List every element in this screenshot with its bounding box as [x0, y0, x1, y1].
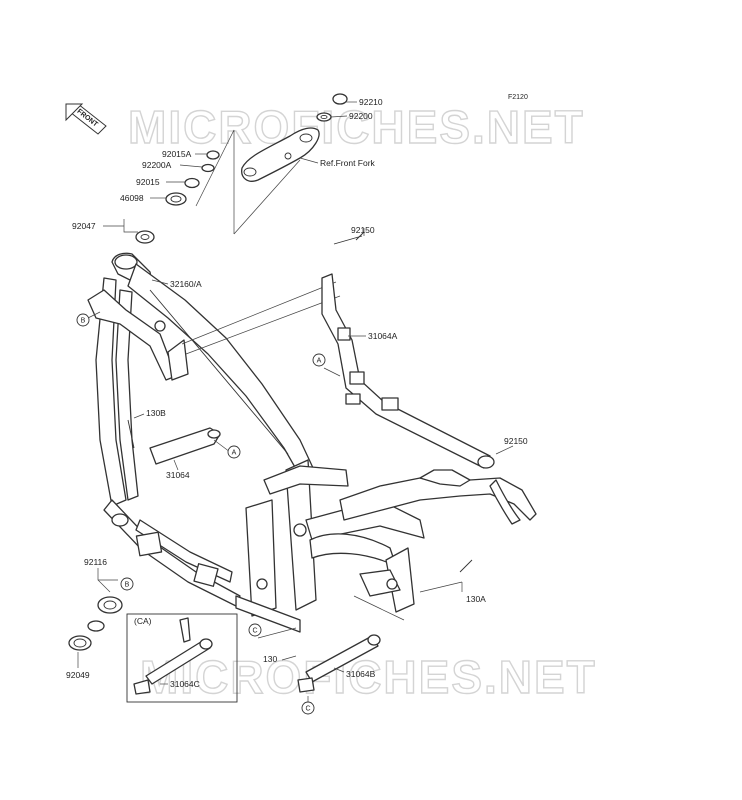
svg-text:A: A: [317, 358, 322, 365]
part-label-92015: 92015: [136, 177, 160, 187]
svg-text:B: B: [125, 582, 130, 589]
part-label-31064B: 31064B: [346, 669, 376, 679]
leader-lines: [77, 101, 514, 702]
part-label-130: 130: [263, 654, 277, 664]
part-label-ref-front-fork: Ref.Front Fork: [320, 158, 376, 168]
callout-b-1: B: [76, 313, 90, 327]
callout-a-2: A: [227, 445, 241, 459]
svg-text:C: C: [305, 706, 310, 713]
part-label-31064: 31064: [166, 470, 190, 480]
callout-c-1: C: [248, 623, 262, 637]
part-31064B-tube: [297, 559, 473, 693]
inset-ca: (CA): [126, 613, 238, 703]
inset-label: (CA): [134, 616, 152, 626]
watermark-bottom: MICROFICHES.NET: [140, 651, 597, 703]
part-label-92210: 92210: [359, 97, 383, 107]
svg-text:A: A: [232, 450, 237, 457]
bearing-parts: [68, 596, 123, 651]
part-label-92200: 92200: [349, 111, 373, 121]
main-frame: [87, 252, 537, 633]
part-label-92150-top: 92150: [351, 225, 375, 235]
callout-b-2: B: [120, 577, 134, 591]
part-label-130B: 130B: [146, 408, 166, 418]
part-31064A-assembly: [321, 231, 495, 469]
part-label-92049: 92049: [66, 670, 90, 680]
part-label-31064C: 31064C: [170, 679, 200, 689]
figure-code: F2120: [508, 94, 528, 101]
part-label-46098: 46098: [120, 193, 144, 203]
part-label-130A: 130A: [466, 594, 486, 604]
svg-text:B: B: [81, 318, 86, 325]
part-31064-bracket: [127, 419, 221, 465]
part-label-92200A: 92200A: [142, 160, 172, 170]
part-label-92150-right: 92150: [504, 436, 528, 446]
part-label-92015A: 92015A: [162, 149, 192, 159]
front-arrow-icon: FRONT: [65, 103, 107, 135]
callout-a-1: A: [312, 353, 326, 367]
part-label-31064A: 31064A: [368, 331, 398, 341]
callout-c-2: C: [301, 701, 315, 715]
part-label-92116: 92116: [84, 557, 107, 567]
part-label-32160: 32160/A: [170, 279, 202, 289]
steering-stem-parts: [135, 93, 348, 244]
svg-text:C: C: [252, 628, 257, 635]
part-label-92047: 92047: [72, 221, 96, 231]
watermark-top: MICROFICHES.NET: [128, 101, 585, 153]
